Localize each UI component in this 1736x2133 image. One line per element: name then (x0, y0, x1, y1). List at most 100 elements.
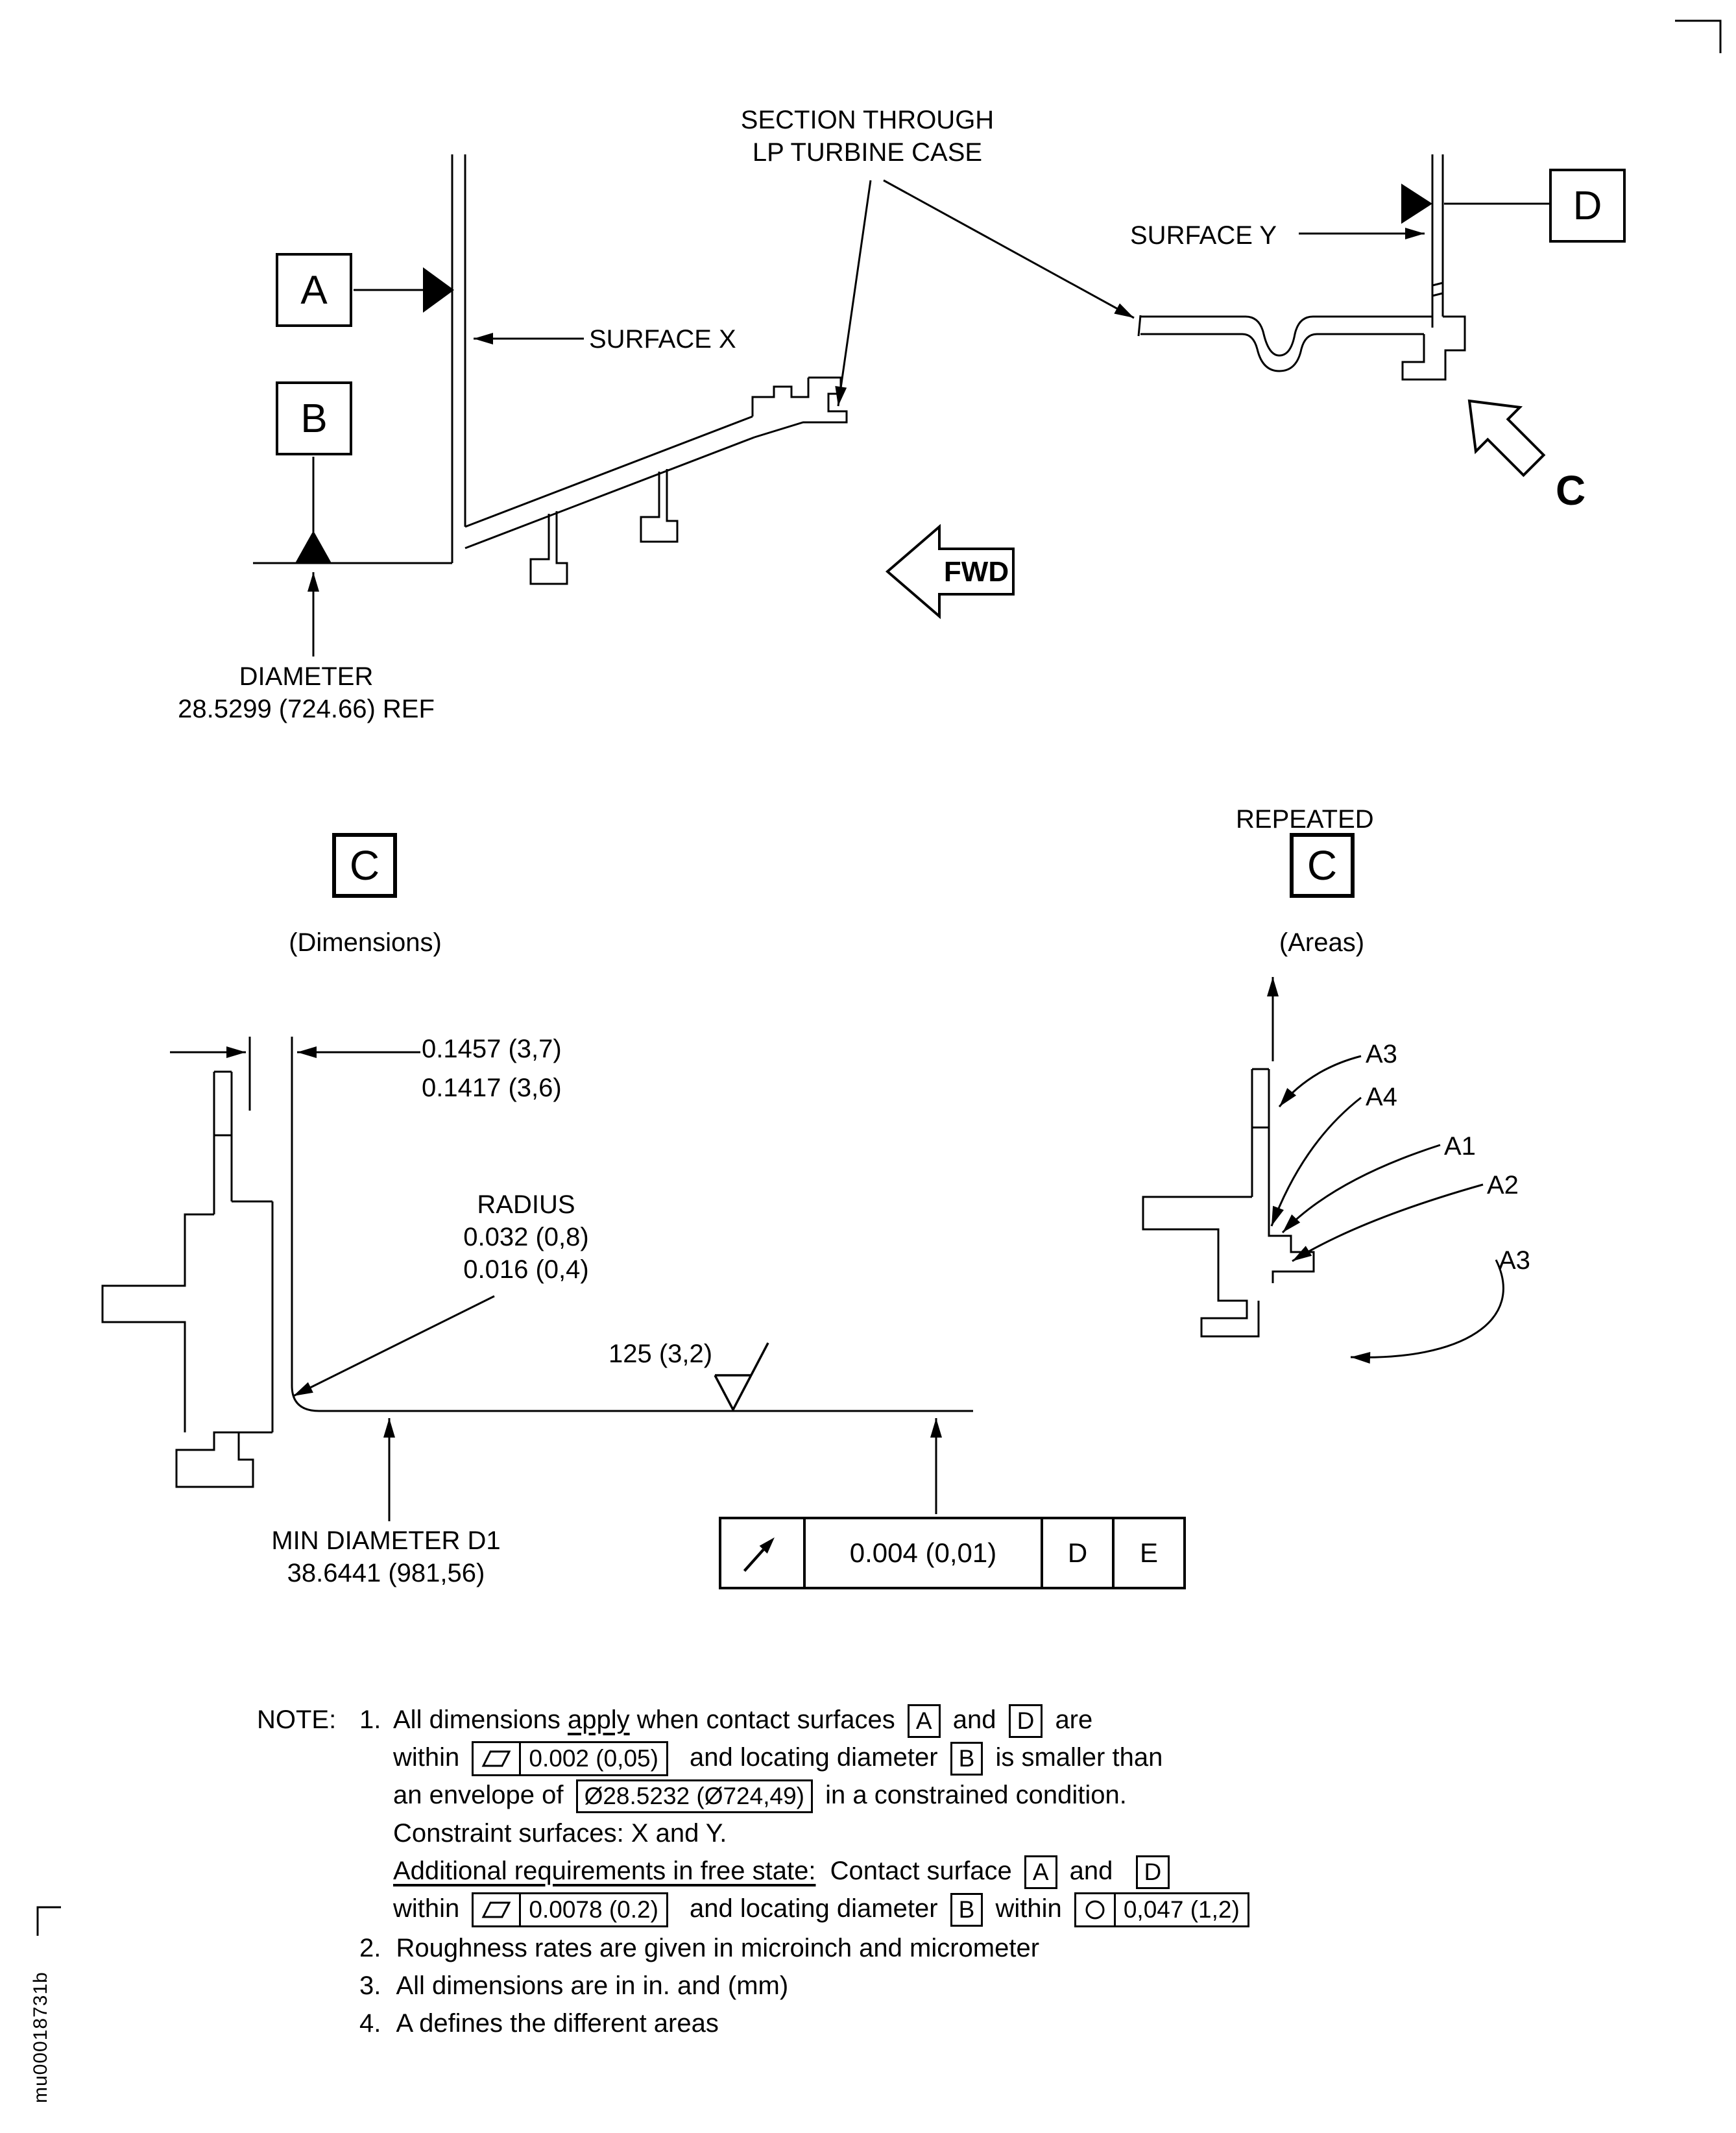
detail-dimensions-caption: (Dimensions) (289, 928, 442, 957)
datum-b-box: B (276, 381, 352, 455)
note1-l6-tol: 0.0078 (0.2) (519, 1894, 666, 1926)
note1-l1c: when contact surfaces (636, 1705, 895, 1734)
note3: 3. All dimensions are in in. and (mm) (359, 1968, 788, 2003)
datum-d-box: D (1549, 169, 1626, 243)
area-label-a3-top: A3 (1366, 1040, 1397, 1068)
flatness-icon (474, 1894, 519, 1925)
datum-b-triangle (295, 531, 332, 563)
note1-number: 1. (359, 1705, 381, 1734)
detail-left-arm (101, 1213, 214, 1432)
note4-text: A defines the different areas (396, 2009, 719, 2038)
detail-dimensions-linework (101, 1037, 973, 1521)
thickness-max-text: 0.1457 (3,7) (422, 1035, 562, 1063)
note2-number: 2. (359, 1934, 381, 1962)
envelope-diameter-box: Ø28.5232 (Ø724,49) (575, 1779, 813, 1814)
note1-line5: Additional requirements in free state: C… (393, 1853, 1175, 1890)
note4: 4. A defines the different areas (359, 2006, 719, 2041)
right-flange-break-marks (1432, 282, 1443, 297)
note1-l1b: apply (568, 1705, 630, 1734)
datum-a-triangle (423, 267, 454, 313)
detail-areas-caption: (Areas) (1279, 928, 1365, 957)
detail-areas-letter-box: C (1290, 833, 1355, 898)
detail-dimensions-letter-box: C (332, 833, 397, 898)
note1-l5-and: and (1069, 1857, 1113, 1885)
note1-datum-b-ref: B (950, 1742, 983, 1776)
area-label-a4: A4 (1366, 1083, 1397, 1111)
note1-line2: within 0.002 (0,05) and locating diamete… (393, 1740, 1163, 1777)
doc-code: mu00018731b (30, 1971, 51, 2103)
leader-a1 (1281, 1144, 1441, 1234)
leader-to-left-section (835, 180, 872, 407)
section-title-leaders (835, 179, 1135, 407)
note3-number: 3. (359, 1971, 381, 2000)
circular-runout-icon (743, 1537, 775, 1572)
right-body-top-edge (1140, 315, 1432, 357)
detail-bottom-hook (175, 1431, 272, 1488)
note1-line3: an envelope of Ø28.5232 (Ø724,49) in a c… (393, 1778, 1127, 1814)
note1-line6: within 0.0078 (0.2) and locating diamete… (393, 1891, 1255, 1928)
note3-text: All dimensions are in in. and (mm) (396, 1971, 789, 2000)
diameter-label: DIAMETER (239, 662, 374, 691)
right-body-left-cap (1137, 315, 1142, 337)
note2: 2. Roughness rates are given in microinc… (359, 1931, 1039, 1966)
note1-l6-tol2: 0,047 (1,2) (1113, 1894, 1248, 1926)
note1-line4: Constraint surfaces: X and Y. (393, 1819, 727, 1848)
radius-callout: RADIUS 0.032 (0,8) 0.016 (0,4) (453, 1188, 599, 1286)
right-end-hook (1401, 315, 1466, 381)
case-foot-2 (640, 469, 679, 543)
note1-l3b: in a constrained condition. (825, 1781, 1127, 1809)
areas-left-arm (1142, 1196, 1252, 1281)
surface-y-label: SURFACE Y (1130, 221, 1277, 250)
fwd-arrow-outline (885, 524, 1015, 620)
min-diameter-callout: MIN DIAMETER D1 38.6441 (981,56) (211, 1524, 561, 1589)
min-diameter-value: 38.6441 (981,56) (287, 1559, 485, 1587)
note1-free-datum-b-ref: B (950, 1893, 983, 1927)
note1-free-datum-d-ref: D (1135, 1855, 1170, 1890)
radius-max: 0.032 (0,8) (463, 1223, 589, 1251)
fwd-arrow (885, 524, 1015, 620)
sheet-corner-marks (36, 19, 1722, 1936)
view-c-arrow (1467, 399, 1546, 477)
left-section-view (253, 154, 848, 657)
note1-l2c: is smaller than (995, 1743, 1163, 1772)
view-c-label: C (1556, 467, 1586, 514)
area-label-a3-bottom: A3 (1499, 1246, 1530, 1275)
note1-l6b: and locating diameter (690, 1894, 938, 1923)
case-right-end-step (751, 378, 810, 416)
note2-text: Roughness rates are given in microinch a… (396, 1934, 1040, 1962)
min-diameter-label: MIN DIAMETER D1 (271, 1526, 501, 1555)
roughness-value: 125 (3,2) (609, 1340, 713, 1368)
note4-number: 4. (359, 2009, 381, 2038)
case-foot-1 (529, 511, 568, 585)
diameter-callout: DIAMETER 28.5299 (724.66) REF (117, 660, 496, 725)
areas-corner-nub (1268, 1186, 1315, 1283)
feature-control-frame: 0.004 (0,01) D E (719, 1517, 1186, 1589)
note1-datum-d-ref: D (1008, 1704, 1043, 1739)
leader-a3-top (1278, 1055, 1362, 1107)
fcf-tolerance: 0.004 (0,01) (803, 1519, 1041, 1587)
leader-a3-bottom (1350, 1259, 1504, 1364)
areas-bottom-hook (1200, 1281, 1260, 1338)
thickness-min-text: 0.1417 (3,6) (422, 1074, 562, 1102)
case-body-bottom-edge (464, 436, 755, 549)
note1-l5a: Additional requirements in free state: (393, 1857, 816, 1885)
area-label-a2: A2 (1487, 1171, 1519, 1199)
note1-line1: All dimensions apply when contact surfac… (393, 1702, 1092, 1739)
note1-datum-a-ref: A (907, 1704, 941, 1739)
fcf-datum-2: E (1112, 1519, 1183, 1587)
fcf-symbol-cell (721, 1519, 803, 1587)
note1-l2-tol: 0.002 (0,05) (519, 1743, 666, 1775)
radius-min: 0.016 (0,4) (463, 1255, 589, 1284)
leader-a2 (1292, 1183, 1484, 1262)
repeated-label: REPEATED (1236, 805, 1374, 834)
detail-stub (213, 1070, 233, 1214)
fcf-datum-1: D (1041, 1519, 1112, 1587)
radius-label: RADIUS (477, 1190, 575, 1219)
notes-heading: NOTE: (257, 1705, 337, 1734)
doc-code-bracket-mark (36, 1906, 61, 1936)
view-c-arrow-outline (1467, 399, 1546, 477)
detail-areas-linework (1142, 977, 1504, 1364)
surface-x-label: SURFACE X (589, 325, 736, 354)
